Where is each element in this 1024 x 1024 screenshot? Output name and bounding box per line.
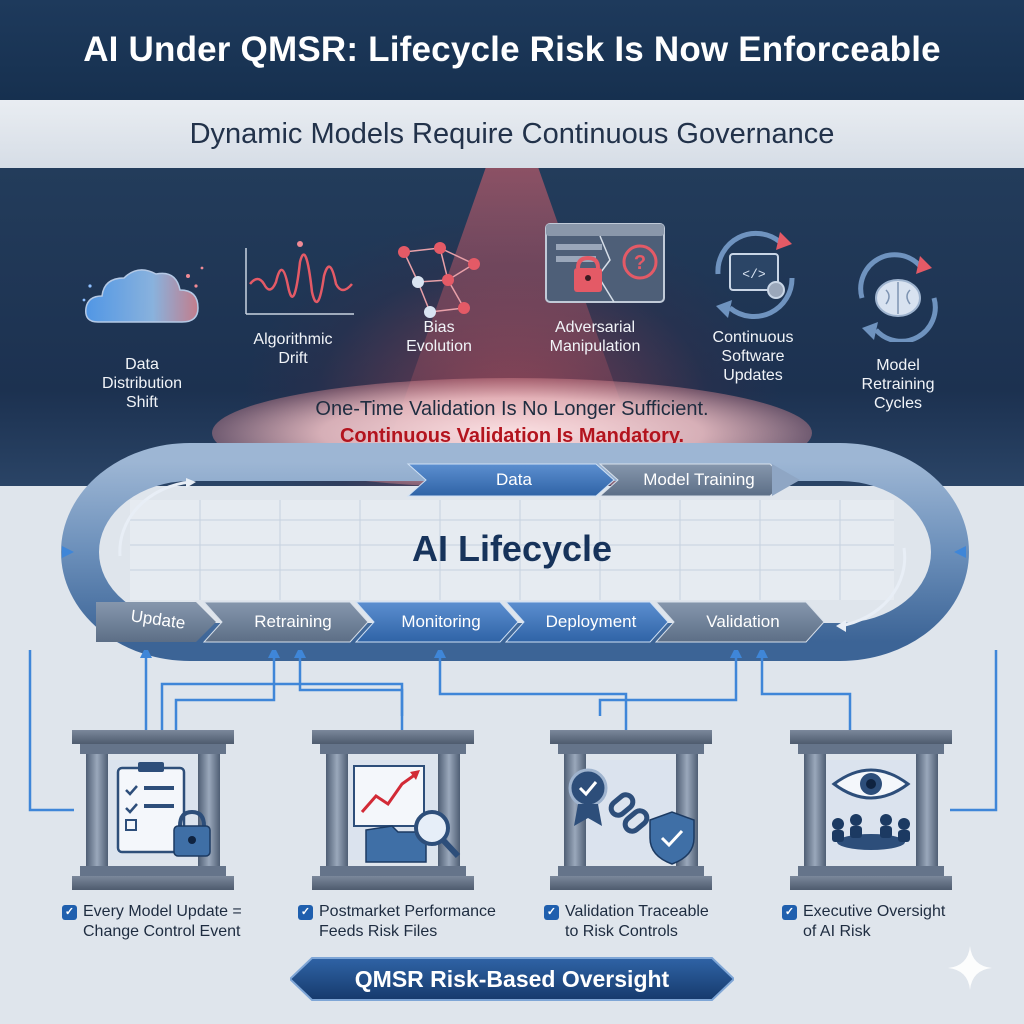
checkbox-icon: ✓ <box>544 905 559 920</box>
broken-lock-window-icon: ? <box>545 223 665 303</box>
footer-banner-shape <box>290 957 734 1001</box>
sparkle-icon <box>948 946 992 990</box>
notice-line-two: Continuous Validation Is Mandatory. <box>339 425 685 447</box>
stage-retraining: Retraining <box>254 612 332 631</box>
caption-oversight: ✓ Executive Oversight of AI Risk <box>782 902 982 942</box>
caption-line: of AI Risk <box>803 923 871 940</box>
badge-chain-shield-icon <box>568 768 695 865</box>
caption-line: Executive Oversight <box>803 903 946 920</box>
brain-cycle-icon <box>858 252 938 342</box>
lifecycle-title: AI Lifecycle <box>411 528 613 569</box>
page-subtitle: Dynamic Models Require Continuous Govern… <box>189 117 835 150</box>
lifecycle-loop <box>61 443 969 661</box>
cloud-icon <box>82 266 204 323</box>
stage-data: Data <box>496 470 532 489</box>
risk-label-adversarial: Adversarial Manipulation <box>549 319 641 355</box>
chart-folder-magnifier-icon <box>353 765 461 863</box>
risk-label-retraining-cycles: Model Retraining Cycles <box>861 357 935 412</box>
page-title: AI Under QMSR: Lifecycle Risk Is Now Enf… <box>83 30 941 69</box>
risk-label-data-shift: Data Distribution Shift <box>101 356 183 411</box>
pillar-validation <box>550 730 712 890</box>
eye-boardroom-icon <box>831 768 911 850</box>
stage-deployment: Deployment <box>545 612 637 631</box>
pillar-oversight <box>790 730 952 890</box>
stage-validation: Validation <box>706 612 780 631</box>
stage-monitoring: Monitoring <box>401 612 481 631</box>
checkbox-icon: ✓ <box>298 905 313 920</box>
caption-postmarket: ✓ Postmarket Performance Feeds Risk Files <box>298 902 538 942</box>
code-cycle-icon: </> <box>715 230 795 320</box>
subtitle-bar: Dynamic Models Require Continuous Govern… <box>0 100 1024 168</box>
caption-change-control: ✓ Every Model Update = Change Control Eve… <box>62 902 282 942</box>
clipboard-lock-icon <box>116 762 211 857</box>
risk-label-algorithmic-drift: Algorithmic Drift <box>253 331 333 367</box>
caption-line: Postmarket Performance <box>319 903 496 920</box>
caption-line: Every Model Update = <box>83 903 242 920</box>
caption-line: to Risk Controls <box>565 923 678 940</box>
network-icon <box>398 242 480 318</box>
risk-label-bias-evolution: Bias Evolution <box>406 319 472 355</box>
caption-validation: ✓ Validation Traceable to Risk Controls <box>544 902 744 942</box>
caption-line: Change Control Event <box>83 923 241 940</box>
checkbox-icon: ✓ <box>62 905 77 920</box>
loop-arrowheads <box>62 546 966 558</box>
caption-line: Validation Traceable <box>565 903 709 920</box>
caption-line: Feeds Risk Files <box>319 923 438 940</box>
connector-lines <box>28 650 998 812</box>
validation-notice: One-Time Validation Is No Longer Suffici… <box>212 398 812 448</box>
notice-line-one: One-Time Validation Is No Longer Suffici… <box>315 398 709 420</box>
risk-panel: Data Distribution Shift Algorithmic Drif… <box>0 168 1024 486</box>
stage-model-training: Model Training <box>643 470 755 489</box>
svg-text:</>: </> <box>742 267 766 282</box>
control-pillars <box>72 730 952 890</box>
footer-banner: QMSR Risk-Based Oversight <box>354 965 670 992</box>
risk-label-software-updates: Continuous Software Updates <box>712 329 794 384</box>
svg-text:?: ? <box>634 252 646 274</box>
waveform-icon <box>245 241 354 315</box>
title-bar: AI Under QMSR: Lifecycle Risk Is Now Enf… <box>0 0 1024 100</box>
checkbox-icon: ✓ <box>782 905 797 920</box>
